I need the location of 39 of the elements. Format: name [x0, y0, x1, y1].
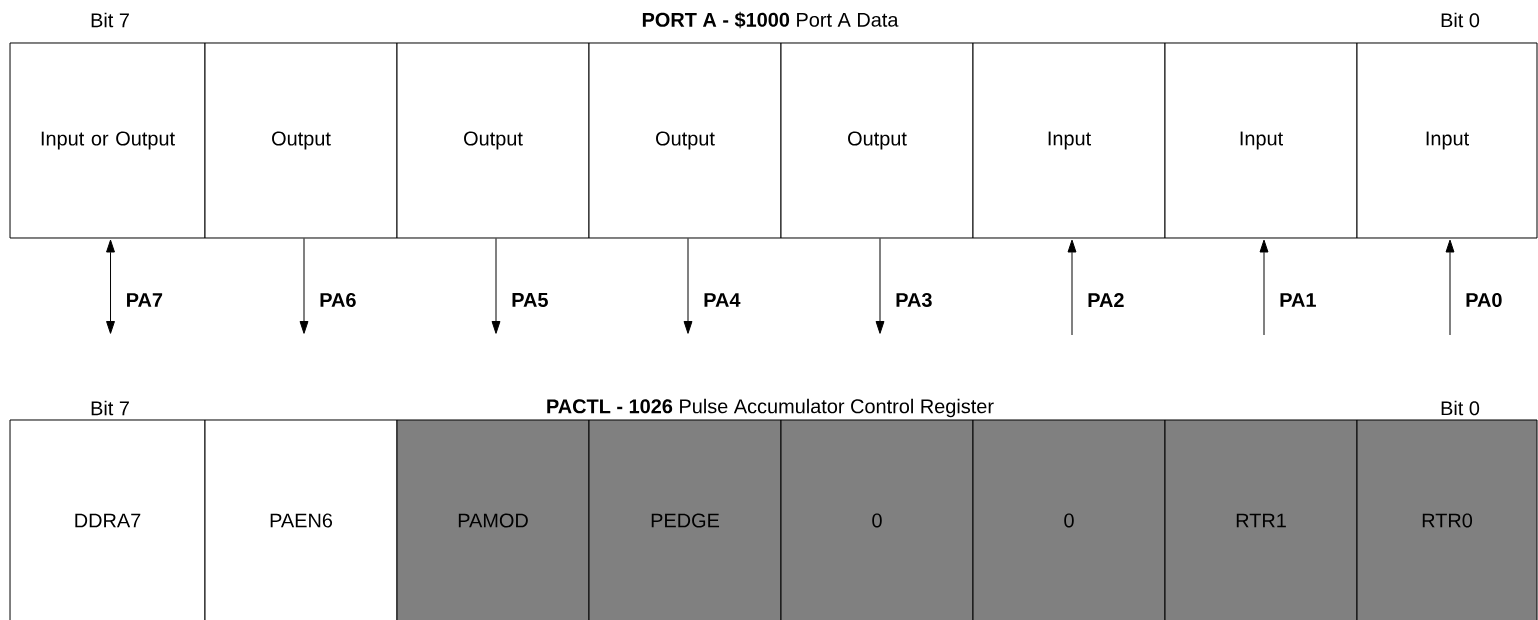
edge-label: PA6	[318, 291, 358, 309]
register-cell: Input or Output	[9, 42, 206, 239]
node-label: RTR1	[1236, 513, 1286, 528]
edge-label: PA0	[1464, 291, 1504, 309]
register-cell: 0	[780, 419, 974, 620]
register-cell: Input	[972, 42, 1166, 239]
register-cell: PEDGE	[588, 419, 782, 620]
register-title: PACTL - 1026 Pulse Accumulator Control Register	[547, 398, 994, 418]
arrow	[106, 239, 115, 334]
register-title: PORT A - $1000 Port A Data	[642, 11, 899, 29]
arrow	[683, 238, 693, 334]
node-label: PAMOD	[458, 513, 528, 528]
register-cell: Output	[588, 42, 782, 239]
register-cell: Output	[396, 42, 590, 239]
edge-label: PA5	[510, 292, 550, 308]
edge-label: PA2	[1086, 292, 1126, 308]
edge-label: PA3	[894, 291, 934, 309]
register-cell: Input	[1356, 42, 1538, 239]
edge-label: PA7	[124, 292, 164, 308]
node-label: 0	[872, 513, 882, 528]
register-cell: Output	[780, 42, 974, 239]
node-label: 0	[1064, 513, 1074, 528]
arrow	[299, 238, 309, 334]
register-cell: Input	[1164, 42, 1358, 239]
register-cell: Output	[204, 42, 398, 239]
node-label: PEDGE	[651, 513, 720, 528]
arrow	[1259, 239, 1269, 336]
edge-label: PA4	[702, 292, 742, 308]
arrow	[1067, 239, 1077, 336]
arrow	[1445, 239, 1455, 336]
register-cell: RTR1	[1164, 419, 1358, 620]
register-cell: DDRA7	[9, 419, 206, 620]
register-cell: 0	[972, 419, 1166, 620]
arrow	[875, 238, 885, 334]
register-cell: PAEN6	[204, 419, 398, 620]
register-cell: RTR0	[1356, 419, 1538, 620]
arrow	[491, 238, 501, 334]
register-cell: PAMOD	[396, 419, 590, 620]
edge-label: PA1	[1278, 292, 1318, 308]
